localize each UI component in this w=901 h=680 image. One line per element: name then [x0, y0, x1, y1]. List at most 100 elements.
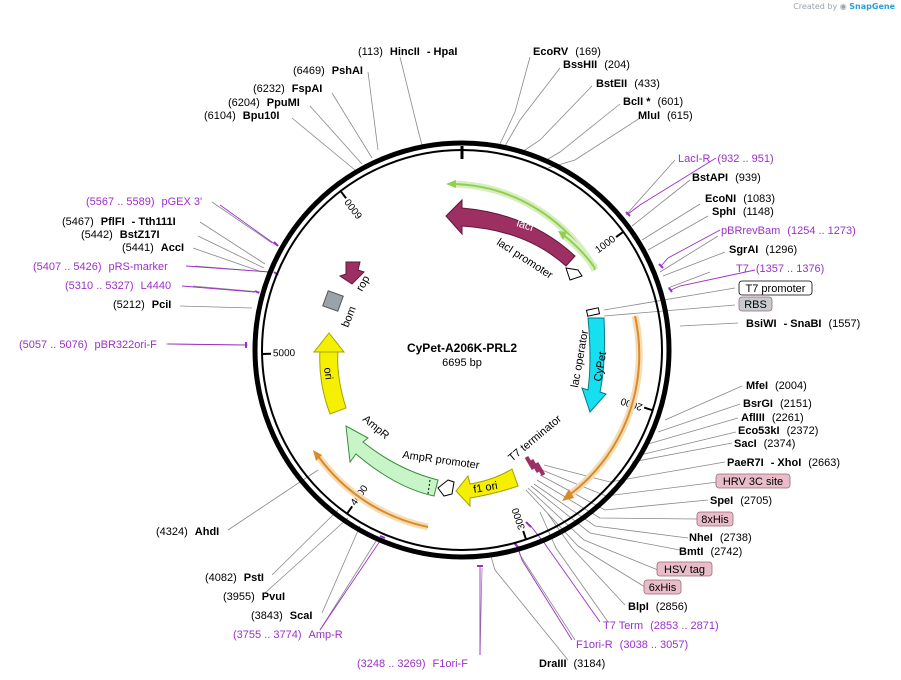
- site-bsteii-part-1: (433): [634, 78, 660, 90]
- site-laci-r-part-1: (932 .. 951): [717, 153, 773, 165]
- site-amp-r-part-0: (3755 .. 3774): [233, 629, 302, 641]
- site-aflIII-part-0: AflIII: [741, 412, 765, 424]
- site-f1ori-r-part-1: (3038 .. 3057): [620, 639, 689, 651]
- site-bsiwi-part-0: BsiWI: [746, 318, 777, 330]
- site-nhei-part-1: (2738): [720, 532, 752, 544]
- site-label-t7: T7(1357 .. 1376): [736, 263, 824, 275]
- feature-ampr-promoter: [437, 479, 455, 497]
- site-paer7i-part-0: PaeR7I: [727, 457, 764, 469]
- orf-arc-3-head: [562, 489, 574, 501]
- site-mlui-part-0: MluI: [638, 110, 660, 122]
- site-nhei-part-0: NheI: [689, 532, 713, 544]
- site-label-pcii: (5212)PciI: [113, 299, 171, 311]
- site-scai-part-1: ScaI: [290, 610, 313, 622]
- site-label-l4440: (5310 .. 5327)L4440: [65, 280, 171, 292]
- site-bsiwi-part-2: (1557): [828, 318, 860, 330]
- feature-lac-operator: [585, 307, 601, 317]
- site-bcli-part-1: (601): [658, 96, 684, 108]
- site-f1ori-r-part-0: F1ori-R: [576, 639, 613, 651]
- site-label-bsshii: BssHII(204): [563, 59, 630, 71]
- site-acci-part-0: (5441): [122, 242, 154, 254]
- site-label-draiii: DraIII (3184): [539, 658, 605, 670]
- site-l4440-part-1: L4440: [141, 280, 172, 292]
- site-label-bpu10i: (6104)Bpu10I: [204, 110, 279, 122]
- tick-mark-6000: [339, 190, 347, 199]
- site-label-hincii: (113)HincII- HpaI: [358, 46, 457, 58]
- site-label-bsrgi: BsrGI(2151): [743, 398, 812, 410]
- site-psti-part-0: (4082): [205, 572, 237, 584]
- site-laci-r-part-0: LacI-R: [678, 153, 710, 165]
- feature-ampr-promoter-label: AmpR promoter: [402, 449, 481, 472]
- primer-ticks: [245, 211, 673, 567]
- site-label-blpi: BlpI(2856): [628, 601, 688, 613]
- site-pcii-part-1: PciI: [152, 299, 172, 311]
- site-draiii-part-1: (3184): [574, 658, 606, 670]
- site-draiii-part-0: DraIII: [539, 658, 567, 670]
- orf-arcs: [313, 180, 643, 531]
- site-fspai-part-1: FspAI: [292, 83, 323, 95]
- site-bpu10i-part-0: (6104): [204, 110, 236, 122]
- feature-f1-ori-label: f1 ori: [472, 480, 498, 496]
- site-f1ori-f-part-0: (3248 .. 3269): [357, 658, 426, 670]
- site-spei-part-0: SpeI: [710, 495, 733, 507]
- credit-prefix: Created by: [793, 2, 838, 11]
- site-eco53ki-part-1: (2372): [787, 425, 819, 437]
- hsvtag-box-label: HSV tag: [664, 564, 705, 576]
- site-label-bstapi: BstAPI(939): [692, 172, 761, 184]
- site-label-amp-r: (3755 .. 3774) Amp-R: [233, 629, 343, 641]
- site-mlui-part-1: (615): [667, 110, 693, 122]
- orf-arc-4-line: [317, 455, 429, 528]
- backbone-outer-ring: [252, 140, 672, 560]
- site-label-f1ori-f: (3248 .. 3269) F1ori-F: [357, 658, 468, 670]
- site-hincii-part-1: HincII: [390, 46, 420, 58]
- site-label-fspai: (6232) FspAI: [253, 83, 322, 95]
- feature-laci-label: lacI: [515, 217, 535, 234]
- primer-leaders: [167, 157, 756, 655]
- site-t7-part-1: (1357 .. 1376): [756, 263, 825, 275]
- site-label-sgrai: SgrAI(1296): [729, 244, 797, 256]
- site-sphi-part-0: SphI: [712, 206, 736, 218]
- feature-ori-head: [312, 332, 346, 353]
- site-f1ori-f-part-1: F1ori-F: [433, 658, 469, 670]
- 6xhis-box-label: 6xHis: [649, 582, 677, 594]
- feature-ori: [319, 349, 347, 415]
- site-aflIII-part-1: (2261): [772, 412, 804, 424]
- t7-promoter-box-label: T7 promoter: [746, 283, 806, 295]
- rbs-box-frame: [738, 296, 773, 312]
- site-pbrrevbam-part-1: (1254 .. 1273): [787, 225, 856, 237]
- site-hincii-part-0: (113): [358, 46, 383, 58]
- site-label-pvui: (3955)PvuI: [223, 591, 285, 603]
- 6xhis-box-frame: [643, 579, 682, 595]
- site-pgex3-part-1: pGEX 3': [162, 196, 203, 208]
- site-bsshii-part-1: (204): [604, 59, 630, 71]
- site-label-saci: SacI(2374): [734, 438, 795, 450]
- site-bmti-part-1: (2742): [710, 546, 742, 558]
- site-bstapi-part-0: BstAPI: [692, 172, 728, 184]
- site-pgex3-part-0: (5567 .. 5589): [86, 196, 155, 208]
- orf-arc-3-line: [567, 315, 641, 497]
- site-ecorv-part-0: EcoRV: [533, 46, 569, 58]
- site-pflfi-part-2: - Tth111I: [132, 216, 176, 228]
- credit: Created by ◉ SnapGene: [793, 2, 895, 11]
- site-sgrai-part-1: (1296): [765, 244, 797, 256]
- site-pflfi-part-0: (5467): [62, 216, 94, 228]
- site-saci-part-0: SacI: [734, 438, 757, 450]
- site-bsiwi-part-1: - SnaBI: [784, 318, 822, 330]
- site-psh-part-1: PshAI: [332, 65, 363, 77]
- site-label-ppumi: (6204)PpuMI: [228, 97, 300, 109]
- site-prsmarker-part-0: (5407 .. 5426): [33, 261, 102, 273]
- site-economi-part-1: (1083): [743, 193, 775, 205]
- credit-brand: SnapGene: [849, 2, 895, 11]
- site-mfei-part-0: MfeI: [746, 380, 768, 392]
- site-label-pgex3: (5567 .. 5589) pGEX 3': [86, 196, 202, 208]
- site-label-acci: (5441)AccI: [122, 242, 184, 254]
- site-prsmarker-part-1: pRS-marker: [109, 261, 169, 273]
- feature-cypet: [581, 317, 607, 413]
- site-pvui-part-1: PvuI: [262, 591, 285, 603]
- site-fspai-part-0: (6232): [253, 83, 285, 95]
- site-amp-r-part-1: Amp-R: [309, 629, 343, 641]
- feature-ampr: [345, 425, 439, 497]
- site-label-pbr322ori: (5057 .. 5076)pBR322ori-F: [19, 339, 157, 351]
